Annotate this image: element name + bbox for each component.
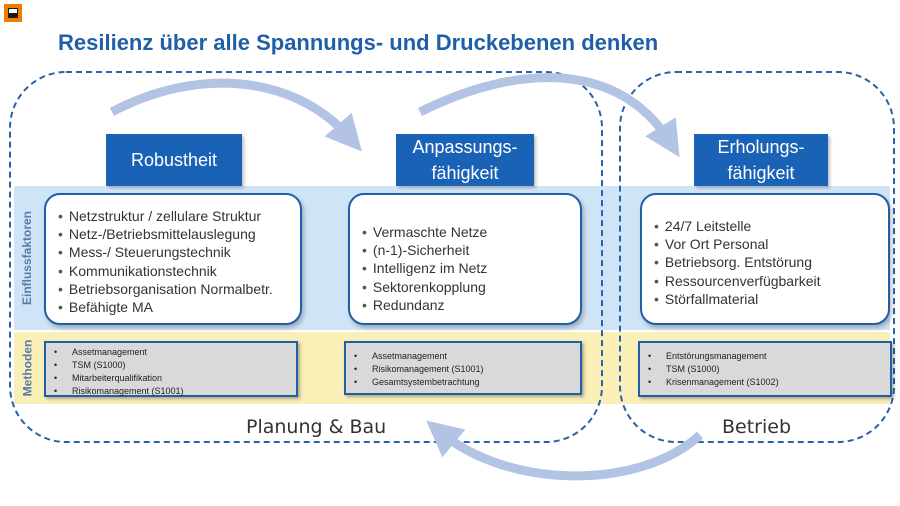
list-item: Befähigte MA [58,298,300,316]
header-adaptability-line2: fähigkeit [431,163,499,183]
orange-square-logo-icon [4,4,22,22]
phase-label-operation: Betrieb [722,416,792,438]
list-item: Intelligenz im Netz [362,259,580,277]
list-item: Netz-/Betriebsmittelauslegung [58,225,300,243]
arrow-operation-to-planning [426,420,704,481]
list-item: (n-1)-Sicherheit [362,241,580,259]
arrow-robustness-to-adaptability [109,78,362,152]
list-item: Gesamtsystembetrachtung [350,376,580,389]
header-recovery-line1: Erholungs- [717,137,805,157]
header-robustness-text: Robustheit [130,150,218,170]
factors-robustness: Netzstruktur / zellulare Struktur Netz-/… [44,193,302,325]
list-item: Kommunikationstechnik [58,262,300,280]
header-adaptability: Anpassungs- fähigkeit [396,134,534,186]
list-item: Sektorenkopplung [362,278,580,296]
list-item: Betriebsorganisation Normalbetr. [58,280,300,298]
list-item: TSM (S1000) [50,359,296,372]
list-item: Entstörungsmanagement [644,350,890,363]
list-item: Assetmanagement [50,346,296,359]
list-item: Vor Ort Personal [654,235,888,253]
arrow-adaptability-to-recovery [417,73,680,158]
list-item: Netzstruktur / zellulare Struktur [58,207,300,225]
methods-recovery: Entstörungsmanagement TSM (S1000) Krisen… [638,341,892,397]
header-recovery: Erholungs- fähigkeit [694,134,828,186]
header-adaptability-line1: Anpassungs- [412,137,518,157]
list-item: 24/7 Leitstelle [654,217,888,235]
list-item: TSM (S1000) [644,363,890,376]
list-item: Mess-/ Steuerungstechnik [58,243,300,261]
list-item: Assetmanagement [350,350,580,363]
list-item: Risikomanagement (S1001) [350,363,580,376]
list-item: Betriebsorg. Entstörung [654,253,888,271]
list-item: Redundanz [362,296,580,314]
list-item: Störfallmaterial [654,290,888,308]
methods-robustness: Assetmanagement TSM (S1000) Mitarbeiterq… [44,341,298,398]
methods-adaptability: Assetmanagement Risikomanagement (S1001)… [344,341,582,395]
planning-phase-frame [9,71,603,443]
operation-phase-frame [619,71,895,443]
header-robustness: Robustheit [106,134,242,186]
list-item: Ressourcenverfügbarkeit [654,272,888,290]
phase-label-planning: Planung & Bau [246,416,387,438]
factors-adaptability: Vermaschte Netze (n-1)-Sicherheit Intell… [348,193,582,325]
factors-recovery: 24/7 Leitstelle Vor Ort Personal Betrieb… [640,193,890,325]
page-title: Resilienz über alle Spannungs- und Druck… [58,30,659,55]
list-item: Mitarbeiterqualifikation [50,372,296,385]
list-item: Vermaschte Netze [362,223,580,241]
list-item: Risikomanagement (S1001) [50,385,296,398]
header-recovery-line2: fähigkeit [727,163,795,183]
list-item: Krisenmanagement (S1002) [644,376,890,389]
